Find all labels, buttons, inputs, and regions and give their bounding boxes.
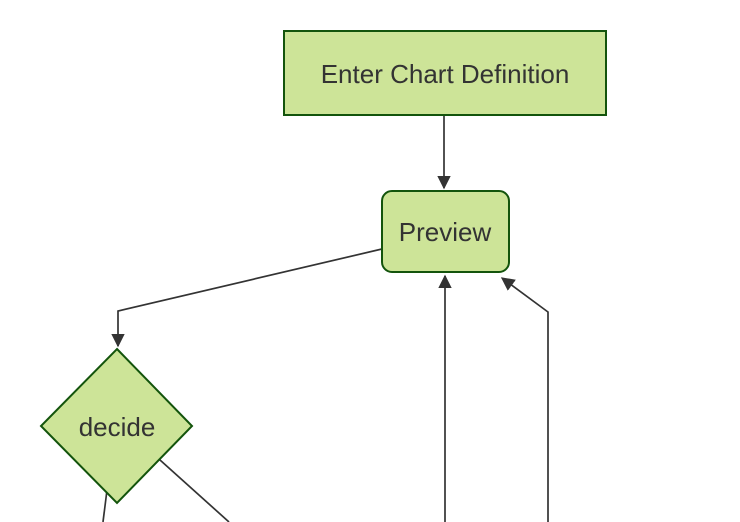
node-enter-chart-definition: Enter Chart Definition	[283, 30, 607, 116]
node-preview: Preview	[381, 190, 510, 273]
node-preview-label: Preview	[399, 217, 492, 247]
edge-preview-to-decide	[111, 248, 383, 348]
node-decide-shape	[39, 347, 194, 505]
node-decide-label: decide	[79, 412, 156, 442]
edge-bottom-right-to-preview	[500, 277, 549, 522]
edge-decide-out-bottom-right	[159, 459, 230, 522]
node-enter-chart-definition-label: Enter Chart Definition	[321, 59, 570, 89]
node-preview-shape	[381, 190, 510, 273]
edge-decide-out-bottom-left	[102, 489, 108, 522]
node-decide: decide	[39, 347, 194, 505]
node-enter-chart-definition-shape	[283, 30, 607, 116]
